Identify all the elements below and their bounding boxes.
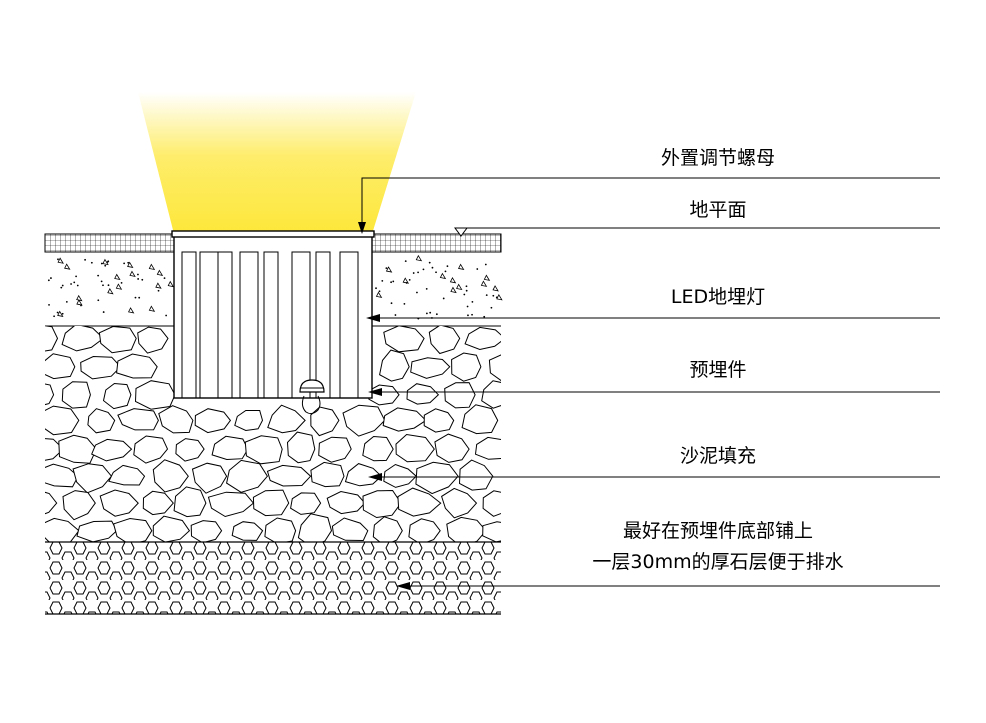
callout-lines <box>361 177 940 587</box>
cable-connector <box>299 379 325 415</box>
label-gravel-line2: 一层30mm的厚石层便于排水 <box>592 551 843 573</box>
label-sand-fill: 沙泥填充 <box>680 445 756 467</box>
paving-grid-left <box>44 233 175 253</box>
light-beam <box>138 92 416 234</box>
label-led-light: LED地埋灯 <box>671 286 765 308</box>
ground-level-symbol <box>454 227 468 237</box>
label-ground: 地平面 <box>689 199 746 221</box>
hexagon-gravel-layer <box>45 542 501 614</box>
label-embedded-part: 预埋件 <box>689 359 746 381</box>
paving-grid-right <box>371 233 502 253</box>
label-gravel-line1: 最好在预埋件底部铺上 <box>623 520 813 542</box>
callout-arrows <box>358 222 410 590</box>
label-nut: 外置调节螺母 <box>661 147 775 169</box>
led-light-body <box>171 230 375 399</box>
cobblestone-layer <box>45 326 501 542</box>
